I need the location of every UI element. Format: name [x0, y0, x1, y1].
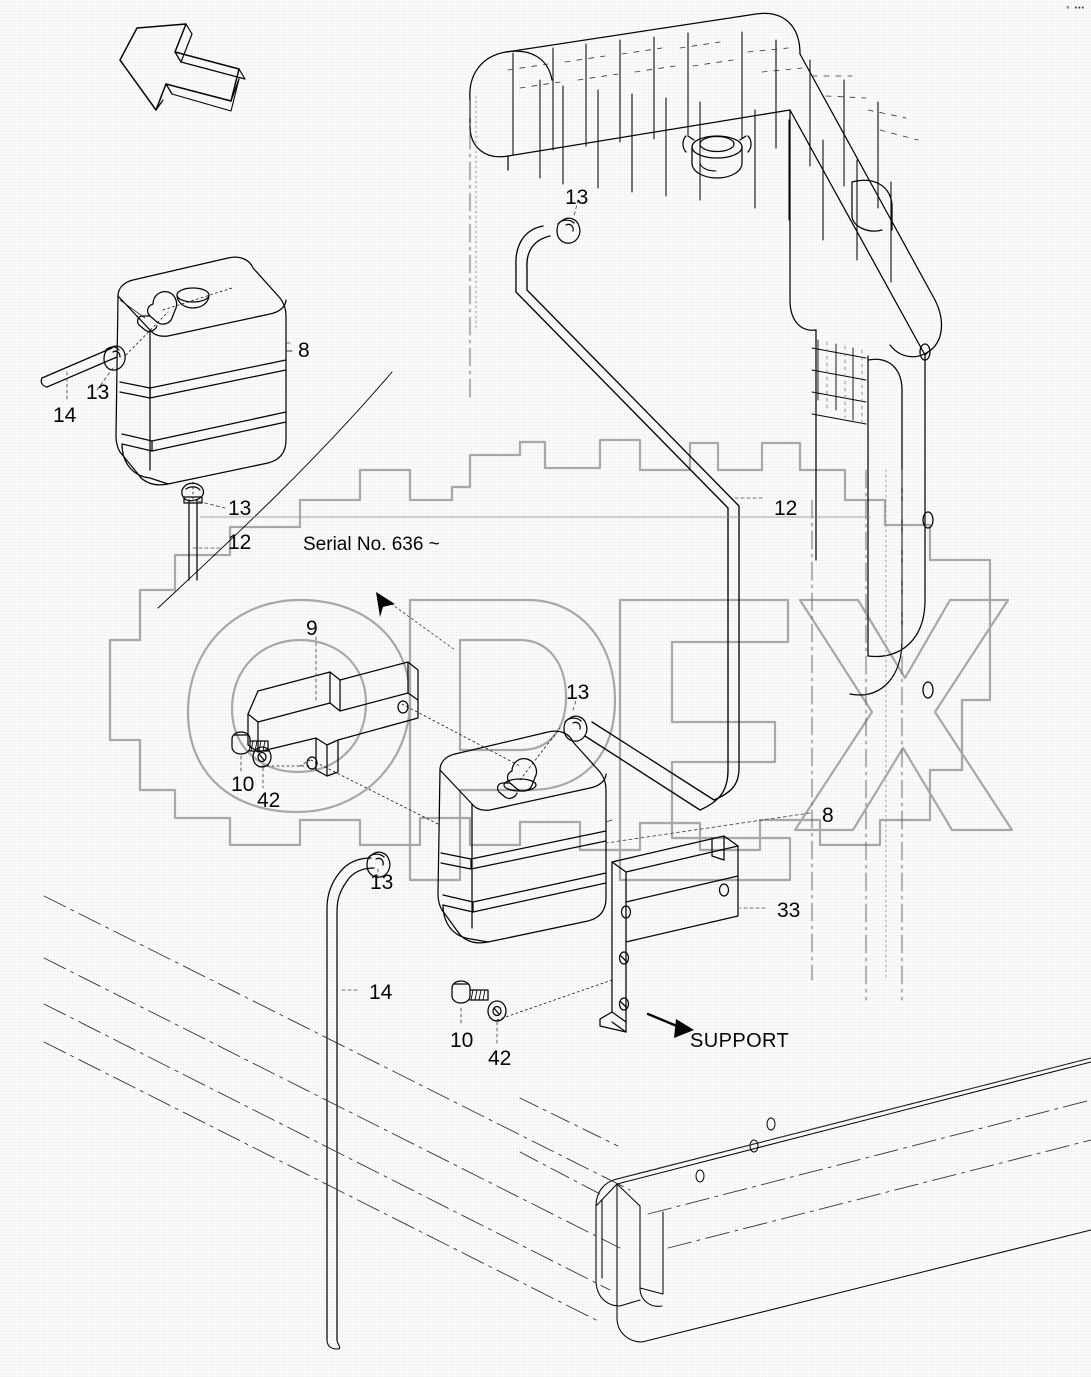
water-hose-14-lower	[326, 857, 375, 1350]
machine-frame	[595, 1057, 1091, 1343]
hose-clamp-13-lower-left	[366, 851, 391, 878]
callout-8-lower-tank: 8	[822, 804, 834, 827]
callout-13-upper-left: 13	[86, 381, 110, 404]
support-label: SUPPORT	[690, 1030, 790, 1052]
callout-10-bolt-lower: 10	[450, 1029, 474, 1052]
callout-14-lower: 14	[369, 981, 393, 1004]
callout-33-support: 33	[777, 899, 801, 922]
reserve-tank-upper	[115, 256, 287, 486]
washer-42-lower	[487, 1000, 507, 1022]
radiator-cap	[682, 135, 752, 179]
callout-42-washer-lower: 42	[488, 1047, 512, 1070]
tank-outlet-nipple-upper	[137, 290, 178, 332]
hose-clamp-13-upper-bottom	[181, 482, 205, 504]
callout-10-bolt-upper: 10	[231, 773, 255, 796]
corner-mark: ⚬ •••	[1064, 5, 1085, 12]
callout-13-lower-left: 13	[370, 871, 394, 894]
callout-42-washer-upper: 42	[257, 789, 281, 812]
support-plate-33	[599, 835, 739, 1033]
radiator	[469, 12, 943, 699]
serial-note: Serial No. 636 ~	[303, 534, 440, 555]
washer-42-upper	[252, 746, 272, 768]
water-hose-12-main	[515, 225, 740, 811]
callout-12-hose-main: 12	[774, 497, 798, 520]
callout-13-mid-hose: 13	[566, 681, 590, 704]
reserve-tank-lower	[437, 730, 607, 944]
bolt-10-upper	[231, 731, 269, 755]
hose-clamp-13-upper-left	[103, 345, 126, 371]
hose-clamp-13-radiator	[556, 217, 581, 244]
front-arrow-marker	[119, 23, 246, 112]
callout-13-radiator: 13	[565, 186, 589, 209]
callout-8-upper-tank: 8	[298, 339, 310, 362]
water-hose-14-upper	[40, 347, 118, 388]
callout-14-upper: 14	[53, 404, 77, 427]
band-bracket-9	[247, 661, 419, 777]
hose-clamp-13-mid	[563, 715, 588, 742]
tank-outlet-nipple-lower	[497, 757, 538, 799]
callout-12-upper-lower: 12	[228, 531, 252, 554]
water-hose-12-upper	[188, 499, 198, 581]
callout-9-bracket: 9	[306, 617, 318, 640]
bolt-10-lower	[451, 980, 489, 1004]
callout-13-upper-lower: 13	[228, 497, 252, 520]
